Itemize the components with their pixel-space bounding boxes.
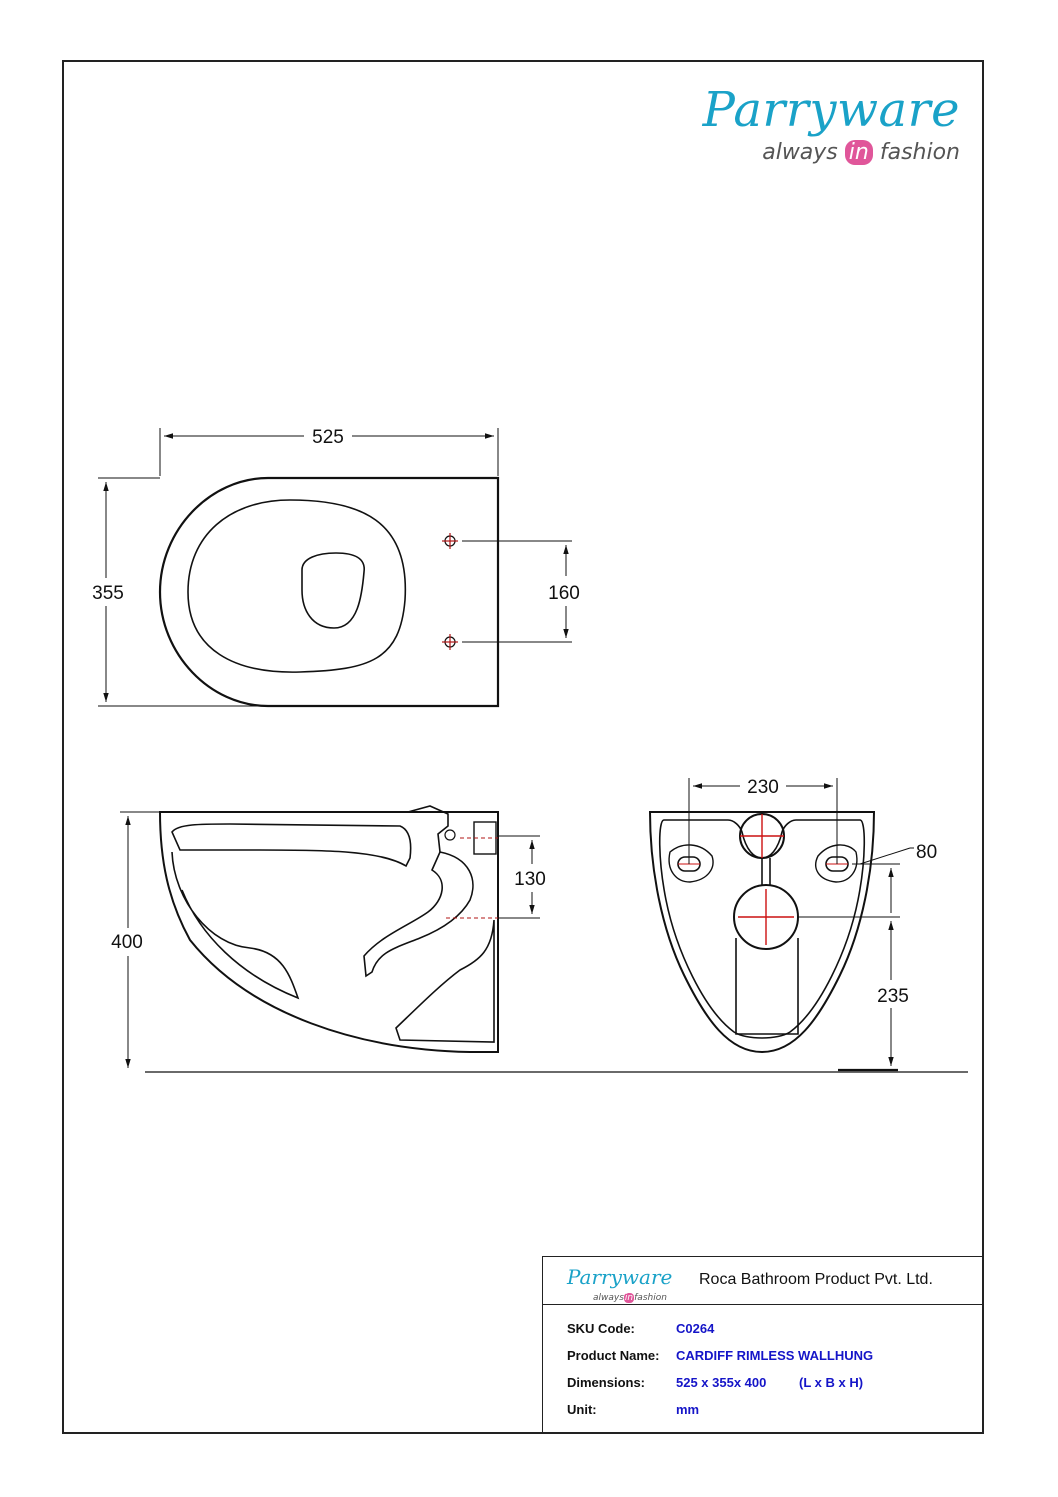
company-name: Roca Bathroom Product Pvt. Ltd. (699, 1271, 933, 1288)
title-block-logo: Parryware alwaysinfashion (567, 1265, 673, 1303)
dim-width-label: 355 (92, 583, 124, 604)
rear-view-inner (658, 819, 866, 1039)
dim-hole-spacing-label: 160 (548, 583, 580, 604)
top-view-outline (158, 476, 500, 708)
rear-view-dimension-lines (688, 778, 914, 1066)
dimensions-value: 525 x 355x 400 (676, 1375, 767, 1390)
top-view-dimension-lines (98, 428, 572, 707)
title-block: Parryware alwaysinfashion Roca Bathroom … (542, 1256, 984, 1434)
drawing-sheet-frame (62, 60, 984, 1434)
product-name-value: CARDIFF RIMLESS WALLHUNG (676, 1348, 874, 1363)
dim-rear-235-label: 235 (877, 986, 909, 1007)
dim-outlet-height-label: 130 (514, 869, 546, 890)
sku-label: SKU Code: (567, 1321, 635, 1336)
brand-logo: Parryware always in fashion (690, 78, 980, 178)
title-block-header: Parryware alwaysinfashion Roca Bathroom … (543, 1257, 984, 1305)
sku-value: C0264 (676, 1321, 715, 1336)
dim-rear-80-label: 80 (916, 842, 937, 863)
top-view-fixing-holes (442, 533, 458, 650)
top-view (158, 476, 500, 708)
unit-label: Unit: (567, 1402, 597, 1417)
top-view-outlet (301, 552, 365, 629)
rear-view-outline (648, 811, 876, 1054)
dimensions-label: Dimensions: (567, 1375, 646, 1390)
side-view-dimension-lines (120, 811, 540, 1068)
side-view-rear-wall (407, 805, 449, 853)
rear-view-outlet-channel (735, 938, 799, 1035)
unit-value: mm (676, 1402, 700, 1417)
rear-view (648, 811, 876, 1054)
brand-name: Parryware (702, 82, 960, 138)
rear-view-crosshairs (678, 814, 848, 945)
side-view (158, 805, 499, 1053)
dimensions-order: (L x B x H) (799, 1375, 864, 1390)
side-view-outline (158, 811, 499, 1053)
brand-tagline: always in fashion (762, 140, 960, 165)
dim-length-label: 525 (312, 427, 344, 448)
side-view-trap (363, 851, 474, 978)
dim-height-label: 400 (111, 932, 143, 953)
side-view-inner-skin (171, 851, 300, 1000)
side-view-bowl (171, 823, 412, 868)
dim-rear-hole-spacing-label: 230 (747, 777, 779, 798)
product-name-label: Product Name: (567, 1348, 660, 1363)
top-view-bowl-rim (187, 499, 407, 673)
side-view-lower-cavity (395, 919, 495, 1043)
side-view-centerlines (446, 837, 498, 919)
